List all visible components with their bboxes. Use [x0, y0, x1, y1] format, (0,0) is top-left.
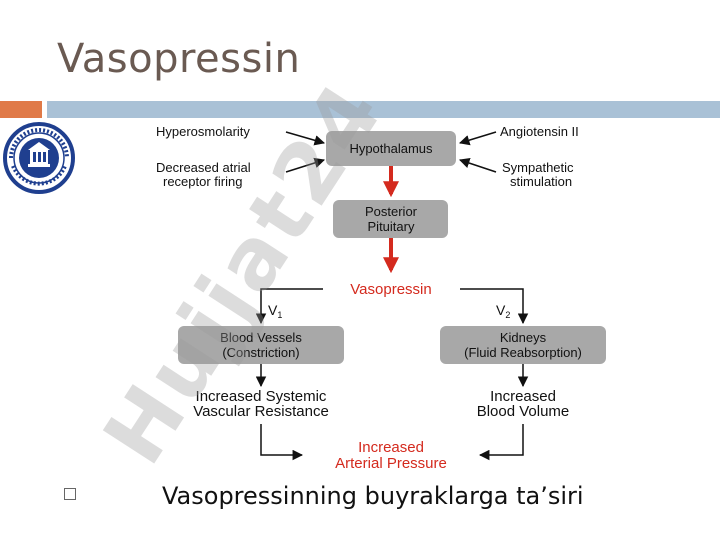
converge-left-line	[260, 424, 304, 461]
input-receptor-firing: receptor firing	[163, 174, 242, 189]
university-seal-icon	[3, 122, 75, 194]
arrow-hyperosmolarity	[285, 131, 326, 146]
posterior-pituitary-box	[333, 200, 448, 238]
converge-right-line	[478, 424, 524, 461]
constriction-label: (Constriction)	[222, 345, 299, 360]
kidneys-box	[440, 326, 606, 364]
svr-line1: Increased Systemic	[196, 388, 327, 405]
arrow-atrial	[285, 157, 326, 173]
pituitary-label: Pituitary	[368, 219, 415, 234]
v2-label: V2	[496, 302, 510, 320]
volume-line2: Blood Volume	[477, 403, 570, 420]
fluid-reabsorption-label: (Fluid Reabsorption)	[464, 345, 582, 360]
arrow-angiotensin	[458, 131, 497, 146]
header-accent-bar	[0, 101, 42, 118]
input-stimulation: stimulation	[510, 174, 572, 189]
volume-line1: Increased	[490, 388, 556, 405]
vasopressin-label: Vasopressin	[350, 281, 431, 298]
branch-v1-line	[255, 288, 323, 325]
hypothalamus-label: Hypothalamus	[349, 141, 433, 156]
square-bullet-icon	[64, 488, 76, 500]
input-decreased-atrial: Decreased atrial	[156, 160, 251, 175]
arterial-pressure-line2: Arterial Pressure	[335, 455, 447, 472]
kidneys-label: Kidneys	[500, 330, 547, 345]
header-divider-bar	[47, 101, 720, 118]
branch-v2-line	[460, 288, 529, 325]
input-hyperosmolarity: Hyperosmolarity	[156, 124, 250, 139]
blood-vessels-box	[178, 326, 344, 364]
hypothalamus-box	[326, 131, 456, 166]
posterior-label: Posterior	[365, 204, 418, 219]
input-angiotensin: Angiotensin II	[500, 124, 579, 139]
svr-line2: Vascular Resistance	[193, 403, 329, 420]
input-sympathetic: Sympathetic	[502, 160, 574, 175]
v1-label: V1	[268, 302, 282, 320]
arterial-pressure-line1: Increased	[358, 439, 424, 456]
blood-vessels-label: Blood Vessels	[220, 330, 302, 345]
slide-title: Vasopressin	[57, 36, 301, 82]
slide-caption: Vasopressinning buyraklarga ta’siri	[162, 482, 584, 510]
arrow-sympathetic	[459, 158, 497, 173]
